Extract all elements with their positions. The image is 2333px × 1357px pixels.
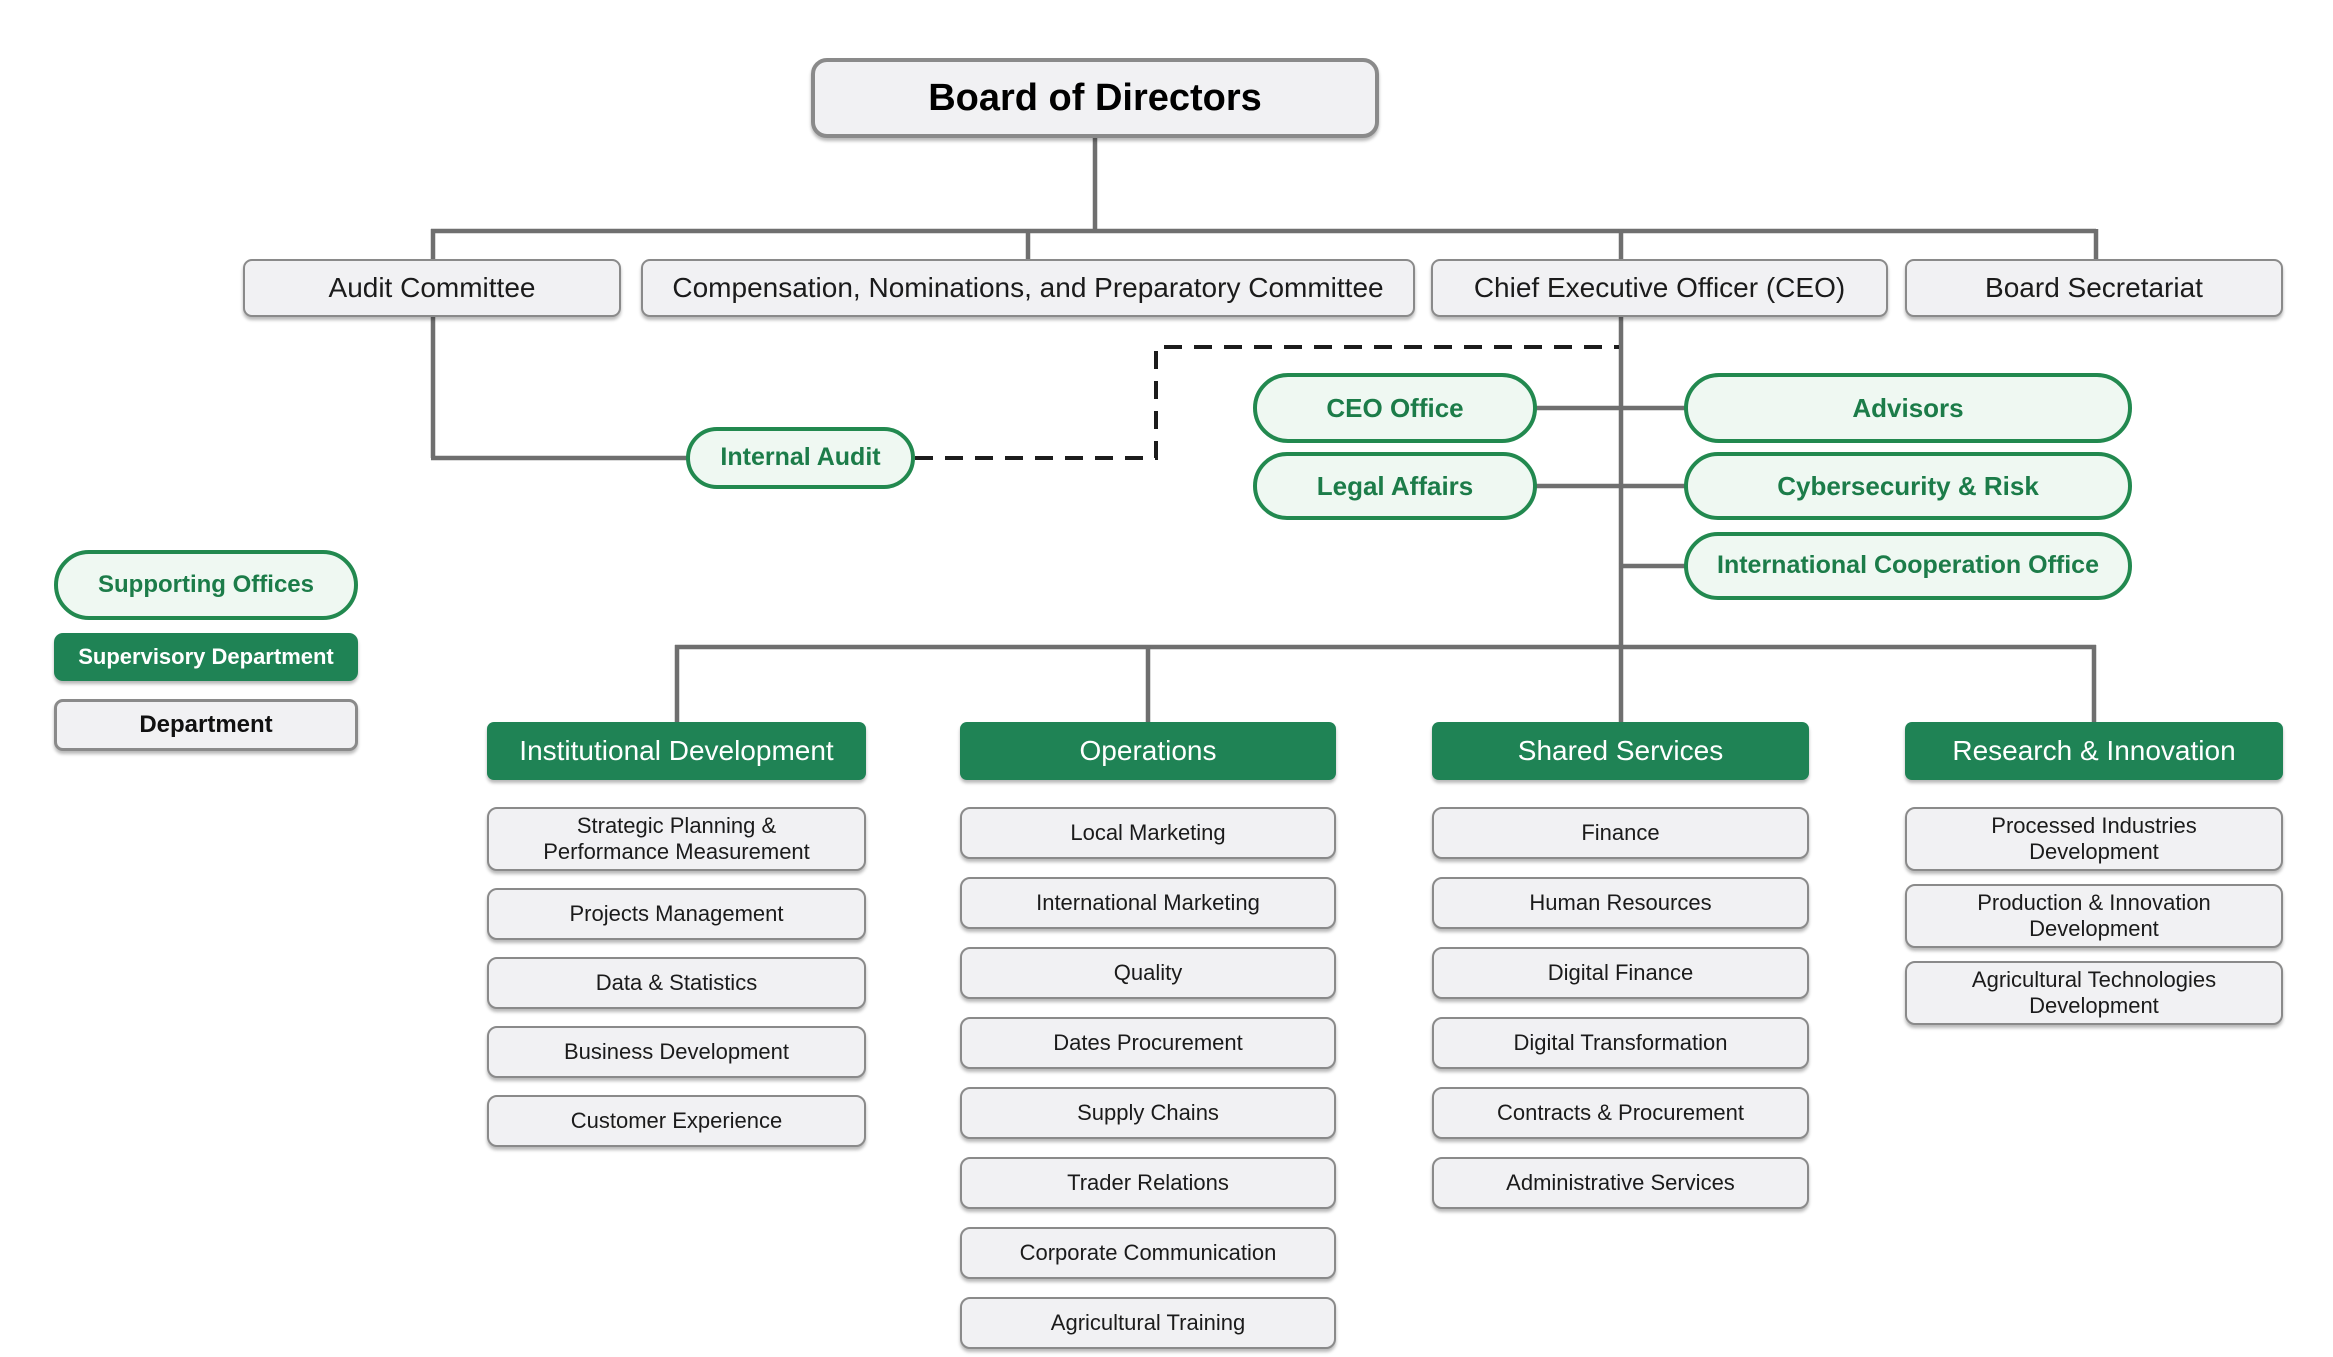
node-internal-audit: Internal Audit	[686, 427, 915, 489]
node-board-secretariat: Board Secretariat	[1905, 259, 2283, 317]
department-box: Customer Experience	[487, 1095, 866, 1147]
department-box: Trader Relations	[960, 1157, 1336, 1209]
node-international-cooperation-office: International Cooperation Office	[1684, 532, 2132, 600]
department-box: Strategic Planning & Performance Measure…	[487, 807, 866, 871]
department-box: Agricultural Training	[960, 1297, 1336, 1349]
department-box: Quality	[960, 947, 1336, 999]
node-board-of-directors: Board of Directors	[811, 58, 1379, 138]
division-header-operations: Operations	[960, 722, 1336, 780]
legend-supervisory-department: Supervisory Department	[54, 633, 358, 681]
department-box: Supply Chains	[960, 1087, 1336, 1139]
division-column-institutional-development: Strategic Planning & Performance Measure…	[487, 807, 866, 1147]
department-box: Digital Transformation	[1432, 1017, 1809, 1069]
department-box: Processed Industries Development	[1905, 807, 2283, 871]
division-header-shared-services: Shared Services	[1432, 722, 1809, 780]
department-box: Corporate Communication	[960, 1227, 1336, 1279]
department-box: International Marketing	[960, 877, 1336, 929]
department-box: Projects Management	[487, 888, 866, 940]
department-box: Business Development	[487, 1026, 866, 1078]
department-box: Local Marketing	[960, 807, 1336, 859]
node-ceo-office: CEO Office	[1253, 373, 1537, 443]
division-header-research-innovation: Research & Innovation	[1905, 722, 2283, 780]
department-box: Digital Finance	[1432, 947, 1809, 999]
connector-internal-audit-dashed	[915, 345, 1619, 460]
department-box: Human Resources	[1432, 877, 1809, 929]
department-box: Contracts & Procurement	[1432, 1087, 1809, 1139]
node-compensation-committee: Compensation, Nominations, and Preparato…	[641, 259, 1415, 317]
department-box: Data & Statistics	[487, 957, 866, 1009]
node-ceo: Chief Executive Officer (CEO)	[1431, 259, 1888, 317]
division-header-institutional-development: Institutional Development	[487, 722, 866, 780]
node-legal-affairs: Legal Affairs	[1253, 452, 1537, 520]
legend-department: Department	[54, 699, 358, 751]
node-cybersecurity-risk: Cybersecurity & Risk	[1684, 452, 2132, 520]
node-advisors: Advisors	[1684, 373, 2132, 443]
department-box: Administrative Services	[1432, 1157, 1809, 1209]
node-audit-committee: Audit Committee	[243, 259, 621, 317]
department-box: Finance	[1432, 807, 1809, 859]
division-column-operations: Local Marketing International Marketing …	[960, 807, 1336, 1349]
department-box: Dates Procurement	[960, 1017, 1336, 1069]
legend-supporting-offices: Supporting Offices	[54, 550, 358, 620]
division-column-shared-services: Finance Human Resources Digital Finance …	[1432, 807, 1809, 1209]
division-column-research-innovation: Processed Industries Development Product…	[1905, 807, 2283, 1025]
department-box: Production & Innovation Development	[1905, 884, 2283, 948]
department-box: Agricultural Technologies Development	[1905, 961, 2283, 1025]
